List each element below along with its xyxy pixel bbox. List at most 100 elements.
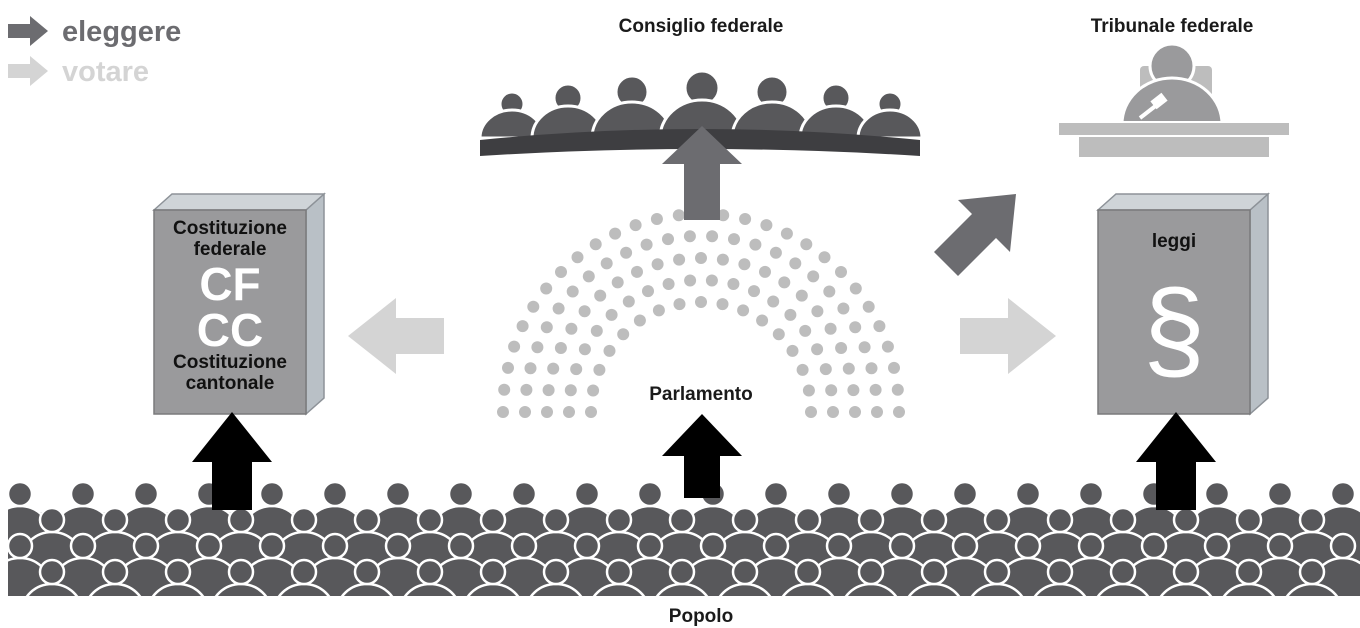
book-spine [1249, 192, 1269, 416]
parliament-seat [893, 406, 905, 418]
parliament-seat [795, 289, 808, 302]
parliament-seat [769, 246, 782, 259]
parliament-seat [849, 282, 862, 295]
parliament-seat [554, 342, 567, 354]
parliament-seat [620, 246, 633, 259]
legend-vote-label: votare [62, 56, 149, 88]
parliament-seat [605, 308, 618, 321]
parliament-seat [541, 406, 553, 418]
crowd-person [114, 532, 178, 587]
parliament-seat [891, 383, 904, 396]
parliament-seat [871, 406, 883, 418]
crowd-person [776, 506, 840, 561]
parliament-seat [749, 238, 762, 251]
parliament-seat [594, 289, 607, 302]
constitution-abbr-cc: CC [197, 304, 263, 356]
parliament-seat [622, 295, 635, 308]
parliament-seat [881, 340, 894, 353]
parliament-seat [502, 361, 514, 374]
crowd-person [366, 532, 430, 587]
parliament-seat [805, 406, 817, 418]
vote-arrow-right [960, 298, 1056, 374]
elect-arrow-up-parliament [662, 414, 742, 498]
parliament-seat [498, 383, 511, 396]
parliament-seats [497, 208, 905, 418]
parliament-seat [739, 213, 752, 225]
crowd-person [618, 480, 682, 535]
elect-arrows [662, 126, 1016, 276]
federal-council-group [478, 69, 924, 140]
parliament-seat [800, 238, 813, 251]
parliament-seat [796, 363, 809, 376]
parliament-seat [611, 276, 624, 289]
crowd-person [0, 480, 52, 535]
people-label: Popolo [669, 606, 733, 627]
parliament-seat [819, 363, 832, 376]
crowd-person [83, 506, 147, 561]
council-member [730, 74, 814, 140]
parliament-seat [662, 233, 674, 246]
crowd-person [681, 532, 745, 587]
vote-arrow-up-constitution [192, 412, 272, 510]
book-spine [305, 192, 325, 416]
constitution-abbr-cf: CF [199, 258, 260, 310]
parliament-seat [802, 384, 815, 397]
parliament-seat [578, 343, 591, 356]
parliament-seat [738, 258, 751, 271]
parliament-seat [640, 238, 653, 251]
parliament-seat [603, 344, 616, 357]
council-member [798, 82, 874, 140]
parliament-seat [600, 257, 613, 270]
crowd-person [1059, 480, 1123, 535]
federal-court-group [1057, 42, 1291, 159]
parliament-seat [609, 227, 622, 240]
parliament-seat [642, 285, 654, 298]
parliament-seat [784, 308, 797, 321]
parliament-seat [825, 384, 838, 397]
parliament-seat [727, 278, 740, 290]
parliament-seat [542, 384, 555, 397]
federal-court-title: Tribunale federale [1091, 16, 1254, 37]
parliament-seat [540, 282, 553, 295]
parliament-seat [695, 296, 707, 308]
parliament-seat [508, 340, 521, 353]
book-top [152, 193, 326, 211]
parliament-seat [673, 298, 686, 311]
parliament-seat [706, 230, 719, 243]
parliament-seat [807, 270, 820, 283]
parliament-seat [566, 285, 579, 298]
book-top [1096, 193, 1270, 211]
parliament-seat [563, 406, 575, 418]
parliament-seat [578, 305, 591, 318]
parliament-seat [827, 406, 839, 418]
parliament-seat [497, 406, 509, 418]
constitution-book: Costituzione federale CF CC Costituzione… [152, 192, 326, 416]
parliament-seat [631, 265, 643, 278]
parliament-seat [589, 238, 602, 251]
parliament-seat [778, 276, 791, 289]
parliament-seat [570, 363, 583, 376]
parliament-seat [847, 384, 860, 397]
crowd-person [555, 480, 619, 535]
parliament-seat [673, 253, 686, 266]
parliament-seat [842, 362, 855, 375]
crowd-person [398, 506, 462, 561]
parliament-seat [760, 219, 773, 232]
crowd-person [1217, 506, 1281, 561]
parliament-seat [811, 305, 824, 318]
parliament-seat [552, 302, 565, 315]
crowd-person [1311, 532, 1360, 587]
parliament-seat [737, 304, 750, 317]
parliament-seat [849, 321, 862, 334]
council-member [590, 74, 674, 140]
court-bench-top [1057, 121, 1291, 137]
parliament-seat [799, 324, 812, 337]
parliament-seat [683, 230, 696, 243]
legend: eleggere votare [8, 16, 181, 88]
crowd-person [996, 532, 1060, 587]
parliament-seat [835, 342, 848, 354]
council-member [856, 90, 924, 140]
crowd-person [1248, 480, 1312, 535]
federal-council-title: Consiglio federale [619, 16, 784, 37]
crowd-person [1091, 506, 1155, 561]
